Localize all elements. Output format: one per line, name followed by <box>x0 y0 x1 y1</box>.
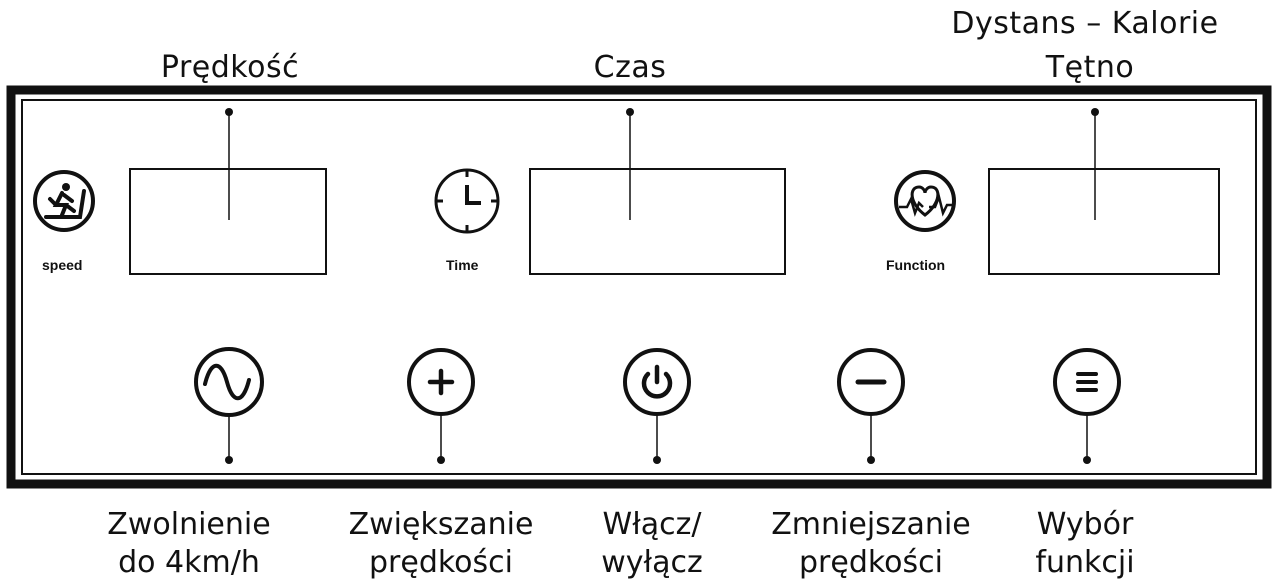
speed-up-button <box>407 348 475 416</box>
wave-icon <box>203 363 251 401</box>
runner-icon <box>33 170 95 232</box>
callout-time: Czas <box>593 50 667 85</box>
function-display <box>988 168 1220 275</box>
clock-icon <box>434 168 500 234</box>
plus-icon <box>427 368 455 396</box>
callout-function-line2: Tętno <box>1045 50 1135 85</box>
menu-icon <box>1076 372 1098 392</box>
time-display <box>529 168 786 275</box>
panel-outer-frame <box>6 85 1272 489</box>
callout-function-line1: Dystans – Kalorie <box>951 6 1219 41</box>
panel-label-time: Time <box>446 257 479 273</box>
panel-inner-frame <box>21 99 1257 475</box>
power-icon <box>641 364 673 399</box>
speed-display <box>129 168 327 275</box>
function-select-button <box>1053 348 1121 416</box>
callout-speed: Prędkość <box>160 50 300 85</box>
panel-label-speed: speed <box>42 257 83 273</box>
slow-down-speed-button <box>837 348 905 416</box>
slowdown-button <box>194 347 264 417</box>
heart-pulse-icon <box>894 170 956 232</box>
power-button <box>623 348 691 416</box>
panel-label-function: Function <box>886 257 946 273</box>
button-label-power: Włącz/wyłącz <box>601 507 703 580</box>
